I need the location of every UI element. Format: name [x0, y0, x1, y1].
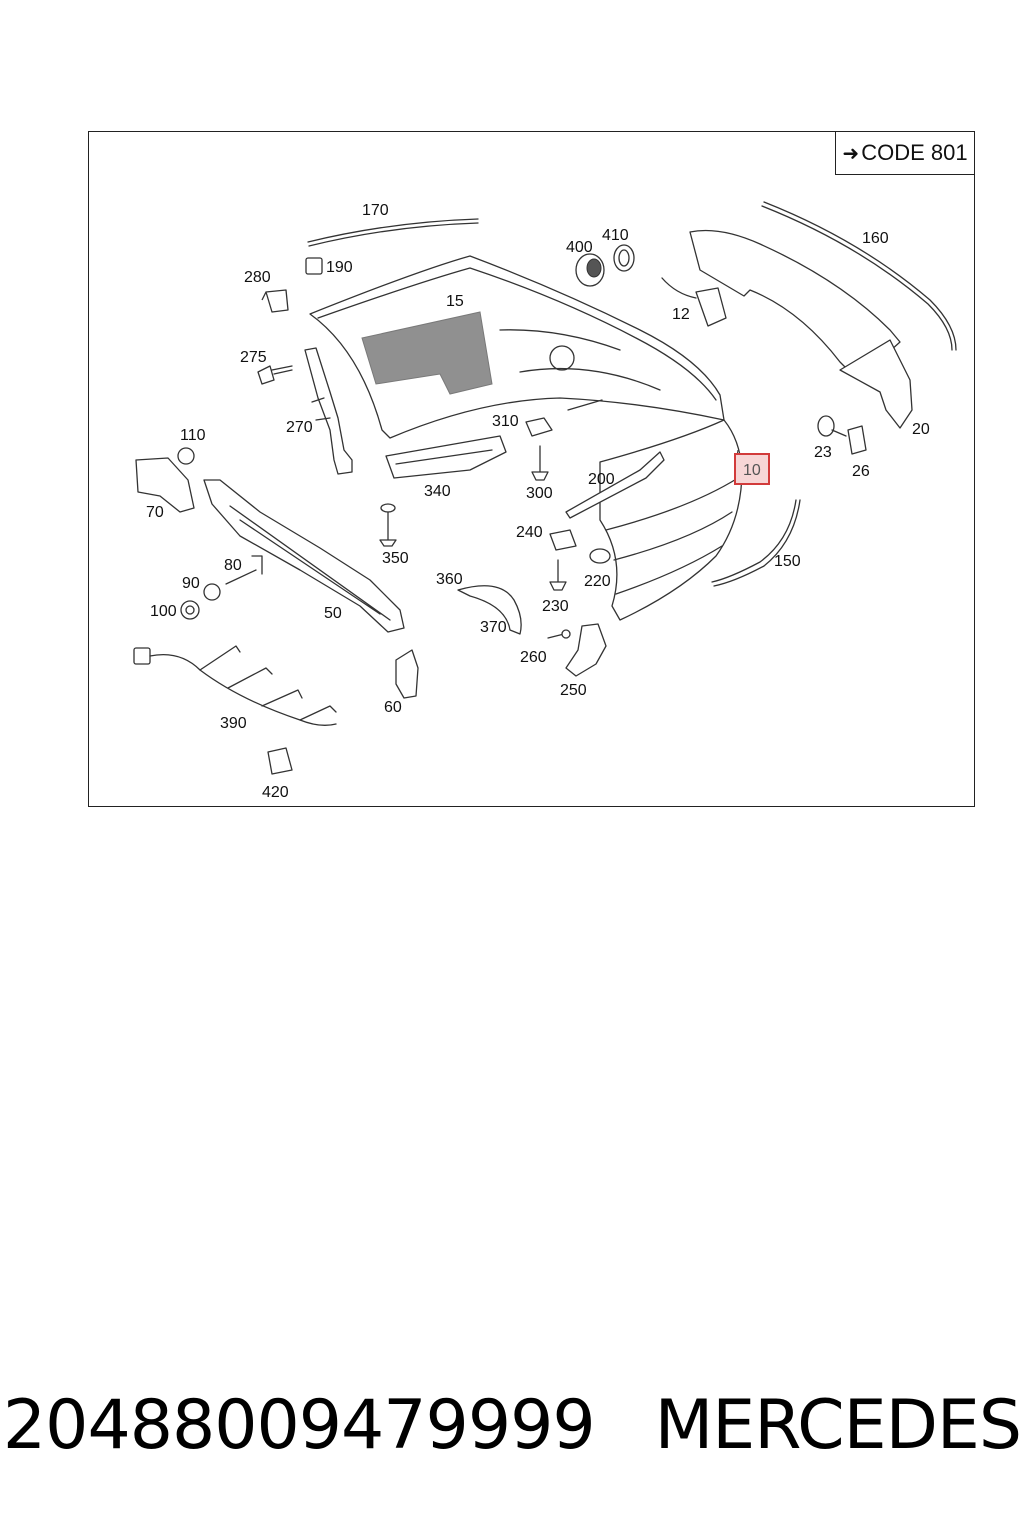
label-400: 400 — [566, 239, 593, 256]
highlighted-label-10[interactable]: 10 — [734, 453, 770, 485]
label-190: 190 — [326, 259, 353, 276]
label-70: 70 — [146, 504, 164, 521]
label-310: 310 — [492, 413, 519, 430]
label-280: 280 — [244, 269, 271, 286]
label-23: 23 — [814, 444, 832, 461]
label-12: 12 — [672, 306, 690, 323]
part-310-clip — [525, 417, 553, 437]
label-20: 20 — [912, 421, 930, 438]
arrow-right-icon: ➜ — [842, 142, 860, 165]
label-340: 340 — [424, 483, 451, 500]
label-230: 230 — [542, 598, 569, 615]
part-350-screw — [379, 503, 397, 547]
part-50-energy-absorber — [203, 479, 405, 633]
part-80-bolt — [225, 555, 263, 585]
label-160: 160 — [862, 230, 889, 247]
part-160-spoiler — [689, 201, 957, 373]
label-410: 410 — [602, 227, 629, 244]
part-23-screw — [817, 415, 847, 437]
part-100-nut — [180, 600, 200, 620]
part-170-trim-strip — [307, 218, 479, 243]
part-250-mudguard — [565, 623, 607, 677]
label-350: 350 — [382, 550, 409, 567]
label-90: 90 — [182, 575, 200, 592]
label-360: 360 — [436, 571, 463, 588]
label-390: 390 — [220, 715, 247, 732]
label-150: 150 — [774, 553, 801, 570]
part-150-trim-strip — [711, 499, 797, 583]
code-label: CODE 801 — [861, 140, 968, 165]
label-260: 260 — [520, 649, 547, 666]
part-275-rivet — [257, 365, 293, 385]
brand-name: MERCEDES — [654, 1385, 1022, 1465]
part-190-clip — [305, 257, 323, 275]
part-70-left-bracket — [135, 457, 195, 513]
label-220: 220 — [584, 573, 611, 590]
part-90-washer — [203, 583, 221, 601]
part-230-screw — [549, 559, 567, 591]
part-200-reflector — [565, 451, 665, 519]
label-370: 370 — [480, 619, 507, 636]
part-20-diffuser — [839, 339, 913, 429]
label-240: 240 — [516, 524, 543, 541]
label-300: 300 — [526, 485, 553, 502]
part-240-nut-clip — [549, 529, 577, 551]
label-100: 100 — [150, 603, 177, 620]
part-260-bolt — [547, 633, 565, 639]
part-15-bumper-cover — [309, 255, 725, 439]
label-15: 15 — [446, 293, 464, 310]
part-400-sensor — [575, 253, 605, 287]
part-360-370-cover — [457, 585, 522, 635]
label-80: 80 — [224, 557, 242, 574]
part-12-sensor-bracket — [661, 277, 727, 327]
code-801-box: ➜ CODE 801 — [835, 131, 975, 175]
part-270-side-bracket — [304, 347, 353, 475]
footer-caption: 20488009479999 MERCEDES — [0, 1370, 1024, 1480]
diagram-frame — [88, 131, 975, 807]
label-10: 10 — [743, 462, 761, 479]
part-60-right-bracket — [395, 649, 419, 699]
label-275: 275 — [240, 349, 267, 366]
part-10-rear-bumper — [599, 419, 743, 621]
part-220-grommet — [589, 548, 611, 564]
label-200: 200 — [588, 471, 615, 488]
part-110-grommet — [177, 447, 195, 465]
label-50: 50 — [324, 605, 342, 622]
part-420-clip — [267, 747, 293, 775]
label-270: 270 — [286, 419, 313, 436]
label-26: 26 — [852, 463, 870, 480]
part-300-screw — [531, 445, 549, 481]
label-60: 60 — [384, 699, 402, 716]
part-410-ring — [613, 244, 635, 272]
label-250: 250 — [560, 682, 587, 699]
part-390-wiring-harness — [133, 645, 337, 726]
part-26-clip-nut — [847, 425, 867, 455]
part-number: 20488009479999 — [2, 1385, 596, 1465]
label-170: 170 — [362, 202, 389, 219]
part-280-bracket — [261, 289, 289, 313]
label-110: 110 — [180, 427, 206, 444]
label-420: 420 — [262, 784, 289, 801]
